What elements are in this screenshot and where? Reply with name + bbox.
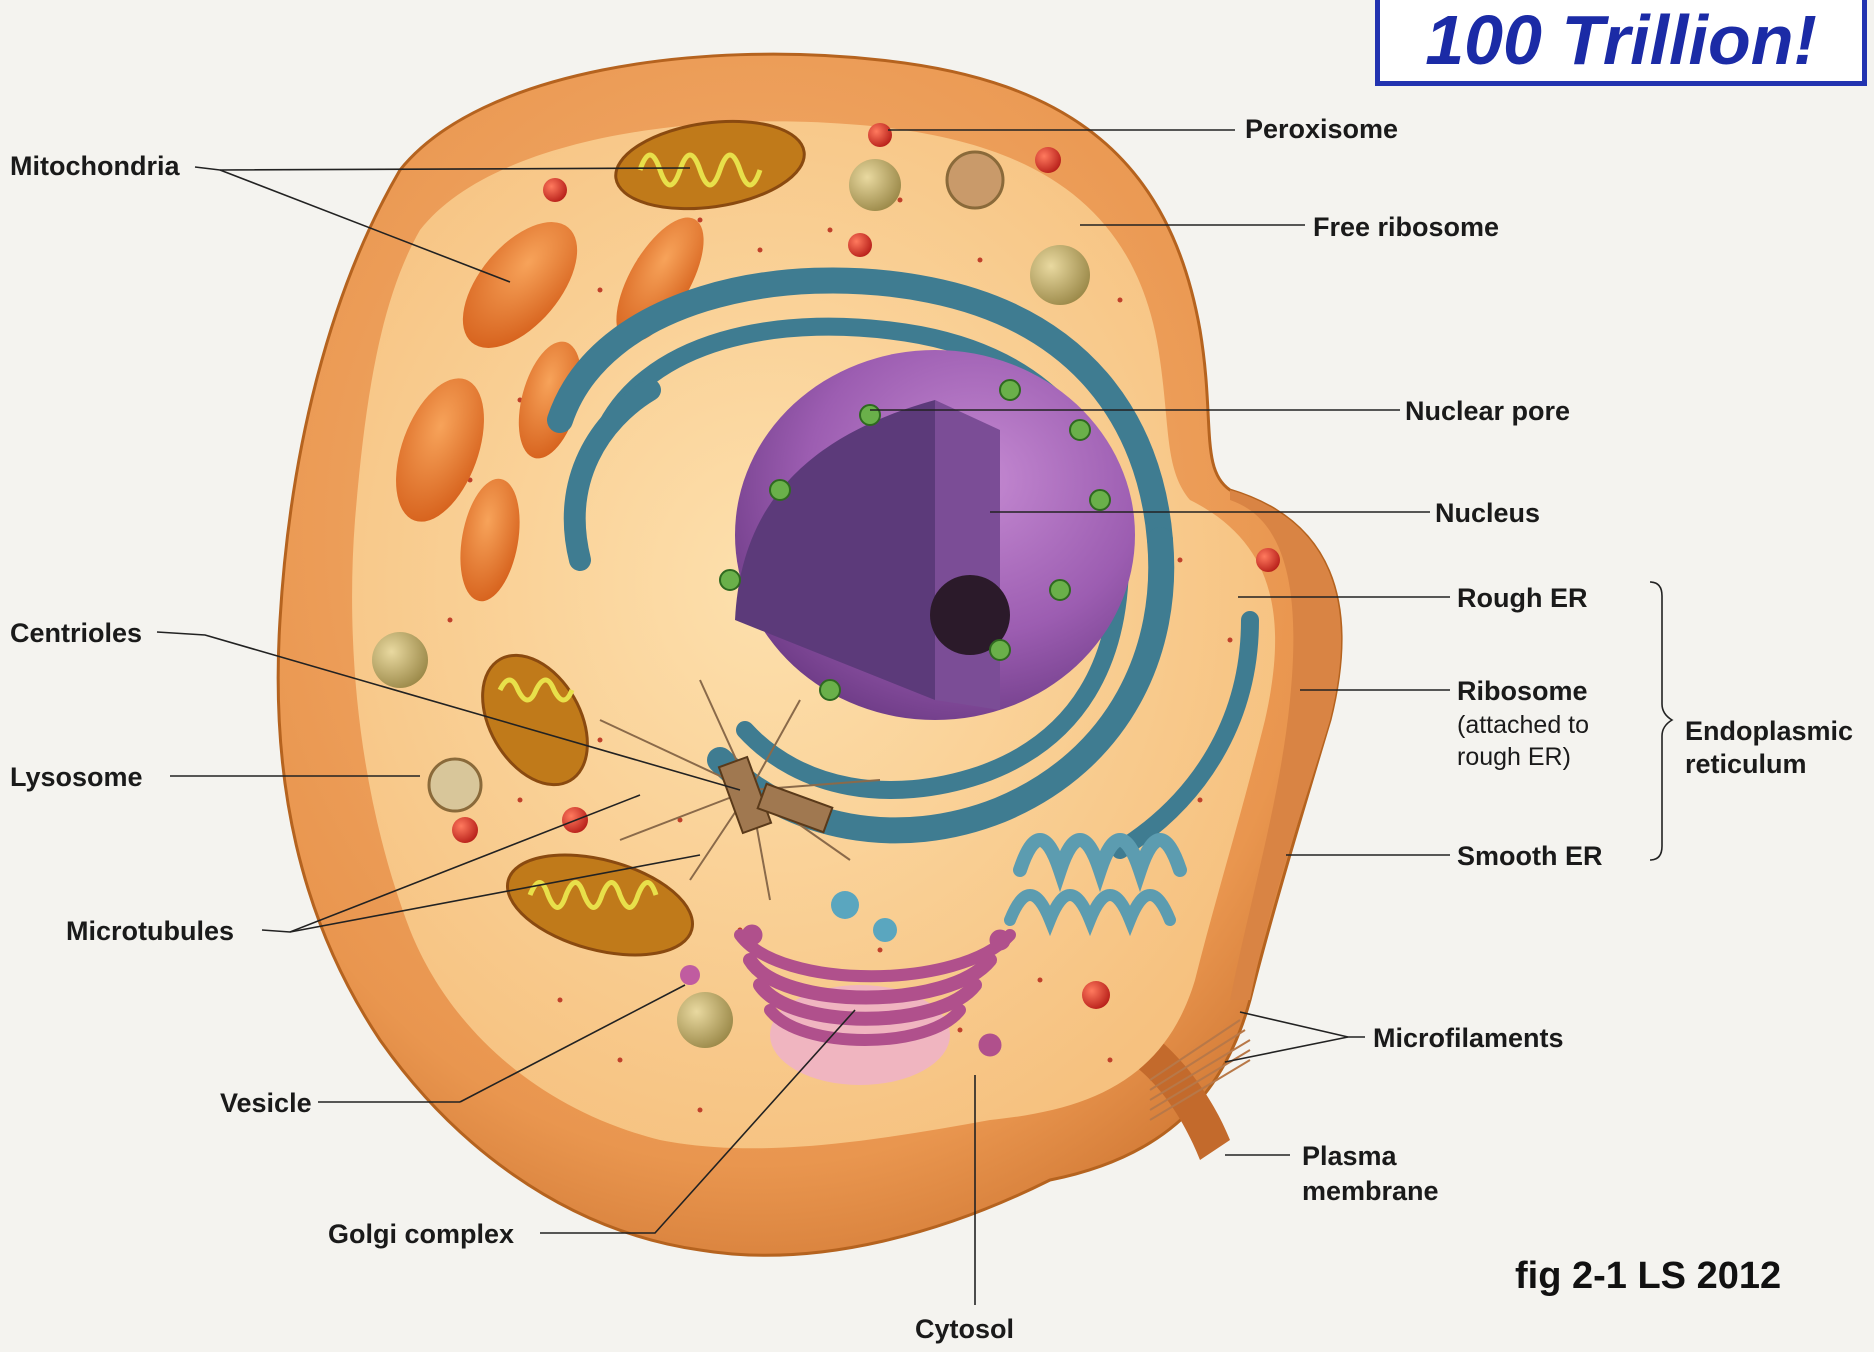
label-membrane: membrane bbox=[1302, 1176, 1439, 1206]
label-ribosome: Ribosome bbox=[1457, 676, 1588, 706]
label-smooth-er: Smooth ER bbox=[1457, 841, 1603, 871]
label-cytosol: Cytosol bbox=[915, 1314, 1014, 1344]
label-nucleus: Nucleus bbox=[1435, 498, 1540, 528]
label-ribosome-note-2: rough ER) bbox=[1457, 743, 1571, 771]
label-vesicle: Vesicle bbox=[220, 1088, 312, 1118]
label-golgi-complex: Golgi complex bbox=[328, 1219, 514, 1249]
label-ribosome-note-1: (attached to bbox=[1457, 711, 1589, 739]
label-nuclear-pore: Nuclear pore bbox=[1405, 396, 1570, 426]
label-plasma: Plasma bbox=[1302, 1141, 1398, 1171]
label-microtubules: Microtubules bbox=[66, 916, 234, 946]
label-microfilaments: Microfilaments bbox=[1373, 1023, 1564, 1053]
label-mitochondria: Mitochondria bbox=[10, 151, 180, 181]
label-reticulum: reticulum bbox=[1685, 749, 1807, 779]
label-lysosome: Lysosome bbox=[10, 762, 143, 792]
label-rough-er: Rough ER bbox=[1457, 583, 1587, 613]
label-free-ribosome: Free ribosome bbox=[1313, 212, 1499, 242]
label-endoplasmic: Endoplasmic bbox=[1685, 716, 1853, 746]
figure-reference: fig 2-1 LS 2012 bbox=[1515, 1255, 1781, 1298]
callout-box: 100 Trillion! bbox=[1375, 0, 1867, 86]
callout-text: 100 Trillion! bbox=[1380, 5, 1862, 75]
label-centrioles: Centrioles bbox=[10, 618, 142, 648]
label-peroxisome: Peroxisome bbox=[1245, 114, 1398, 144]
